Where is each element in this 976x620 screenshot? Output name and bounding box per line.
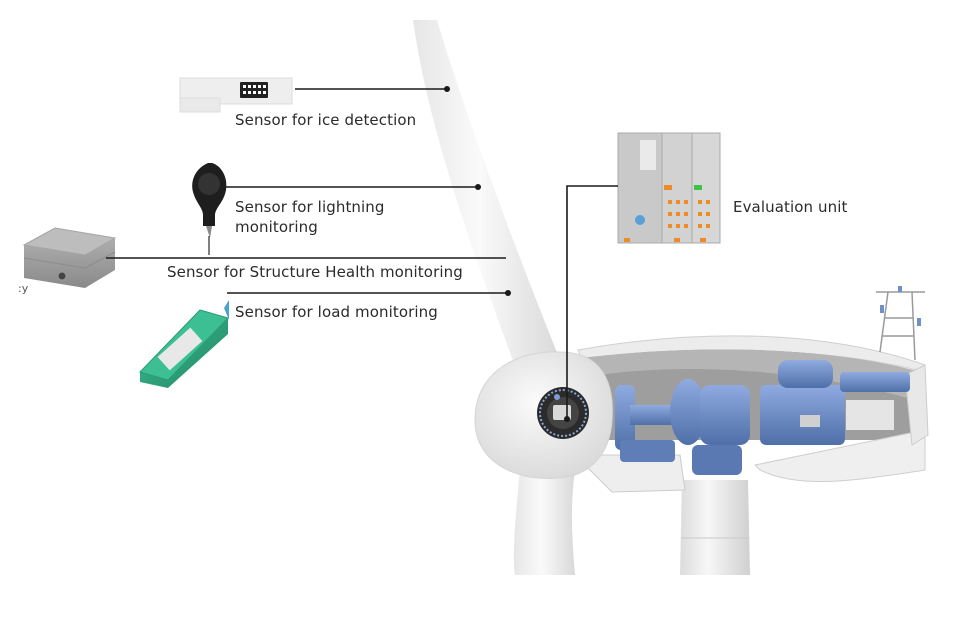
ice-detection-sensor-icon	[179, 77, 293, 113]
leader-endpoints	[444, 86, 570, 422]
evaluation-unit-icon	[617, 132, 721, 244]
leader-evaluation	[566, 185, 618, 419]
rotor-blade-upper	[413, 20, 560, 380]
lightning-sensor-icon	[192, 163, 227, 255]
svg-text::y: :y	[18, 282, 29, 295]
gearbox	[700, 385, 750, 445]
weather-mast	[876, 286, 925, 361]
main-bearing	[670, 379, 706, 445]
rotor-hub	[474, 351, 613, 480]
leader-lines	[106, 88, 618, 419]
rotor-blade-lower	[513, 470, 575, 575]
label-load-monitoring: Sensor for load monitoring	[235, 303, 438, 321]
endpoint-load	[505, 290, 511, 296]
endpoint-lightning	[475, 184, 481, 190]
endpoint-ice	[444, 86, 450, 92]
endpoint-evaluation	[564, 416, 570, 422]
label-lightning-monitoring: Sensor for lightning monitoring	[235, 198, 385, 236]
drivetrain	[615, 360, 910, 475]
label-structure-health-monitoring: Sensor for Structure Health monitoring	[167, 263, 463, 281]
structure-health-sensor-icon: :y	[18, 227, 117, 295]
label-ice-detection: Sensor for ice detection	[235, 111, 417, 129]
load-monitoring-sensor-icon	[139, 300, 229, 388]
tower	[680, 480, 750, 575]
wind-turbine	[413, 20, 929, 575]
label-evaluation-unit: Evaluation unit	[733, 198, 848, 216]
